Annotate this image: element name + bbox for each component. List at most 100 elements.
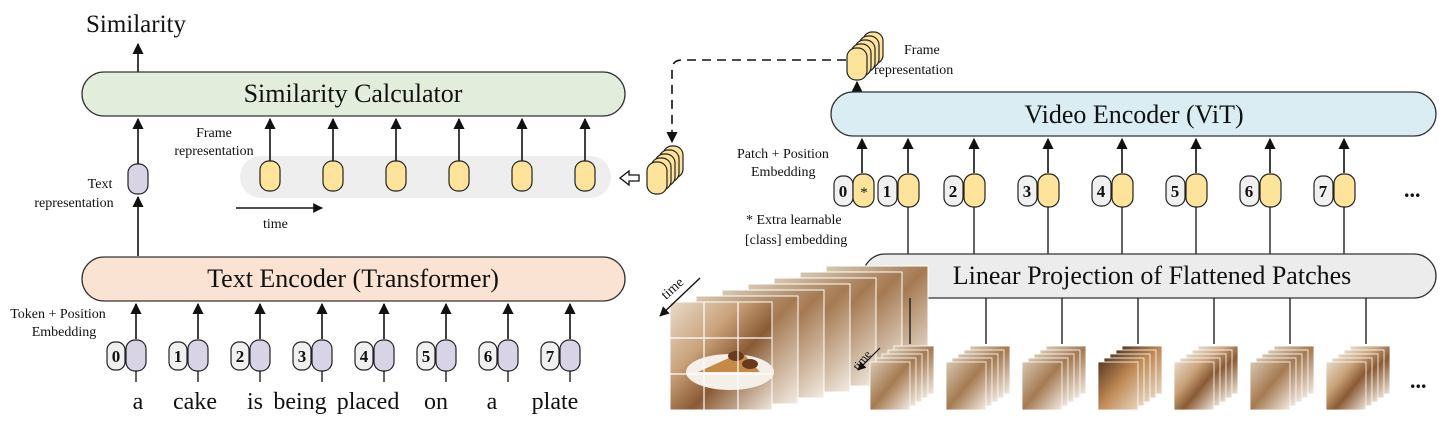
class-index: 0 bbox=[839, 182, 848, 201]
patch-index-pill bbox=[1239, 175, 1260, 207]
text-representation-label-1: Text bbox=[88, 177, 113, 192]
extra-note-1: * Extra learnable bbox=[746, 213, 842, 228]
similarity-calculator-label: Similarity Calculator bbox=[244, 79, 463, 108]
patch-index-pill bbox=[877, 175, 898, 207]
caption-word: a bbox=[133, 389, 144, 415]
caption-word: is bbox=[247, 389, 263, 415]
patch-index-pill bbox=[1165, 175, 1186, 207]
class-token-pill bbox=[852, 173, 875, 208]
token-embedding-pill bbox=[311, 339, 333, 372]
caption-word: placed bbox=[337, 389, 400, 415]
frame-representation-pill bbox=[511, 160, 533, 192]
hollow-left-arrow bbox=[618, 169, 640, 187]
frame-representation-pill bbox=[259, 160, 281, 192]
token-embedding-pill bbox=[187, 339, 209, 372]
clips-ellipsis: ... bbox=[1410, 368, 1427, 393]
patch-frame bbox=[945, 361, 987, 411]
patch-embedding-pill bbox=[963, 173, 986, 208]
token-index: 0 bbox=[112, 347, 121, 366]
big-clip-time-label: time bbox=[659, 275, 688, 303]
frame-representation-pill bbox=[322, 160, 344, 192]
patch-clips-time-arrow bbox=[857, 347, 881, 371]
patch-index-pill bbox=[1313, 175, 1334, 207]
frame-stack-middle bbox=[646, 145, 684, 195]
patch-frame bbox=[1021, 361, 1063, 411]
token-embedding-pill bbox=[435, 339, 457, 372]
token-index-pill bbox=[540, 341, 560, 371]
patch-embedding-pill bbox=[1185, 173, 1208, 208]
stacked-frame-pill bbox=[646, 161, 668, 195]
token-embedding-pill bbox=[125, 339, 147, 372]
patch-embedding-label-1: Patch + Position bbox=[737, 147, 829, 162]
frame-representation-label-1: Frame bbox=[196, 126, 232, 141]
patch-frame bbox=[1325, 361, 1367, 411]
token-index-pill bbox=[168, 341, 188, 371]
token-index-pill bbox=[106, 341, 126, 371]
patch-embedding-pill bbox=[1259, 173, 1282, 208]
patch-embedding-pill bbox=[897, 173, 920, 208]
token-embedding-pill bbox=[497, 339, 519, 372]
patch-index: 7 bbox=[1319, 182, 1328, 201]
token-index: 5 bbox=[422, 347, 431, 366]
patch-index-pill bbox=[1017, 175, 1038, 207]
frame-representation-pill bbox=[448, 160, 470, 192]
time-label: time bbox=[263, 217, 288, 232]
token-embedding-label-2: Embedding bbox=[32, 325, 97, 340]
token-embedding-label-1: Token + Position bbox=[10, 307, 106, 322]
caption-word: cake bbox=[173, 389, 217, 415]
similarity-calculator-box bbox=[81, 71, 626, 117]
caption-word: being bbox=[273, 389, 326, 415]
token-index-pill bbox=[416, 341, 436, 371]
pecan bbox=[742, 359, 758, 369]
patch-ellipsis: ... bbox=[1404, 177, 1421, 202]
video-encoder-label: Video Encoder (ViT) bbox=[1024, 100, 1243, 129]
token-embedding-pill bbox=[373, 339, 395, 372]
patch-index: 3 bbox=[1023, 182, 1032, 201]
patch-index: 6 bbox=[1245, 182, 1254, 201]
text-representation-label-2: representation bbox=[34, 196, 113, 211]
token-index-pill bbox=[478, 341, 498, 371]
frame-representation-label-2: representation bbox=[174, 144, 253, 159]
token-embedding-pill bbox=[559, 339, 581, 372]
token-index: 1 bbox=[174, 347, 183, 366]
right-frame-representation-label-1: Frame bbox=[904, 43, 940, 58]
caption-word: on bbox=[424, 389, 448, 415]
text-encoder-box bbox=[81, 256, 626, 302]
token-index-pill bbox=[230, 341, 250, 371]
patch-embedding-pill bbox=[1333, 173, 1356, 208]
caption-word: a bbox=[487, 389, 498, 415]
extra-note-2: [class] embedding bbox=[745, 233, 847, 248]
patch-index: 4 bbox=[1097, 182, 1106, 201]
pecan bbox=[728, 351, 744, 361]
patch-frame bbox=[1173, 361, 1215, 411]
token-index: 6 bbox=[484, 347, 493, 366]
token-index: 7 bbox=[546, 347, 555, 366]
token-embedding-pill bbox=[249, 339, 271, 372]
patch-index: 2 bbox=[949, 182, 958, 201]
text-encoder-label: Text Encoder (Transformer) bbox=[207, 264, 499, 293]
patch-index: 1 bbox=[883, 182, 892, 201]
right-frame-representation-label-2: representation bbox=[874, 63, 953, 78]
linear-projection-label: Linear Projection of Flattened Patches bbox=[953, 261, 1352, 290]
big-clip-time-arrow bbox=[659, 277, 701, 317]
stacked-frame-pill bbox=[846, 47, 868, 81]
frame-representation-pill bbox=[385, 160, 407, 192]
patch-embedding-label-2: Embedding bbox=[751, 165, 816, 180]
token-index: 4 bbox=[360, 347, 369, 366]
patch-embedding-pill bbox=[1111, 173, 1134, 208]
class-token-marker: * bbox=[860, 185, 868, 201]
token-index-pill bbox=[292, 341, 312, 371]
flattened-patch-clips bbox=[869, 298, 1391, 411]
patch-frame bbox=[869, 361, 911, 411]
frame-stack-top bbox=[846, 31, 884, 81]
similarity-title: Similarity bbox=[86, 11, 187, 38]
frame-representation-band bbox=[240, 156, 611, 198]
patch-frame bbox=[1097, 361, 1139, 411]
patch-index-pill bbox=[1091, 175, 1112, 207]
token-index-pill bbox=[354, 341, 374, 371]
patch-frame bbox=[1249, 361, 1291, 411]
